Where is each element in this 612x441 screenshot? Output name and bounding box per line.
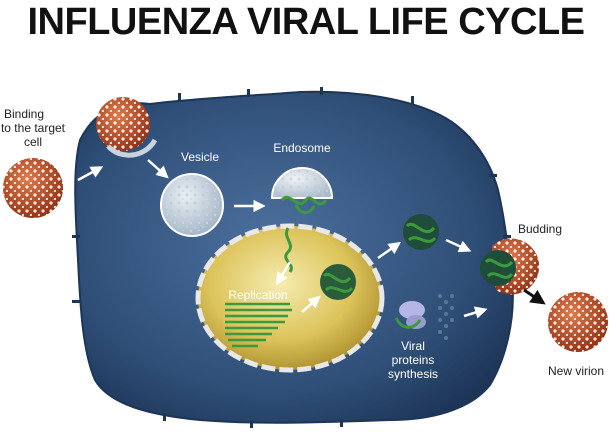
arrow-attach-to-vesicle	[147, 159, 169, 179]
budding-virion	[480, 238, 540, 295]
rna-strand	[284, 227, 293, 273]
arrow-binding-to-attach	[77, 166, 104, 182]
label-vesicle: Vesicle	[181, 150, 219, 164]
label-binding-3: cell	[24, 135, 42, 149]
ribosomes	[394, 294, 454, 340]
nucleocapsid-cytoplasm	[403, 214, 439, 250]
label-budding: Budding	[518, 222, 562, 236]
vesicle	[160, 173, 224, 237]
label-binding-1: Binding	[4, 107, 44, 121]
arrow-synthesis-to-budding	[463, 306, 488, 319]
membrane-receptors	[72, 87, 511, 428]
replication-rna	[225, 302, 292, 348]
flow-arrows	[77, 159, 488, 319]
arrow-replication-to-capsid	[301, 295, 321, 313]
nucleocapsid-nucleus	[320, 264, 356, 300]
arrow-nucleus-to-cytoplasm	[377, 241, 402, 260]
new-virion	[548, 292, 608, 352]
label-endosome: Endosome	[273, 141, 331, 155]
label-viral-3: synthesis	[388, 367, 438, 381]
attaching-virion	[96, 97, 158, 158]
endosome	[270, 167, 334, 215]
label-new-virion: New virion	[548, 364, 604, 378]
label-binding-2: to the target	[1, 121, 66, 135]
diagram-title: INFLUENZA VIRAL LIFE CYCLE	[27, 1, 586, 43]
label-viral-1: Viral	[401, 339, 425, 353]
arrow-to-replication	[276, 261, 292, 286]
label-replication: Replication	[228, 288, 287, 302]
arrow-budding-to-new-virion	[523, 288, 546, 305]
label-viral-2: proteins	[392, 353, 435, 367]
binding-virion	[3, 158, 63, 218]
arrow-cytoplasm-to-budding	[445, 238, 472, 253]
